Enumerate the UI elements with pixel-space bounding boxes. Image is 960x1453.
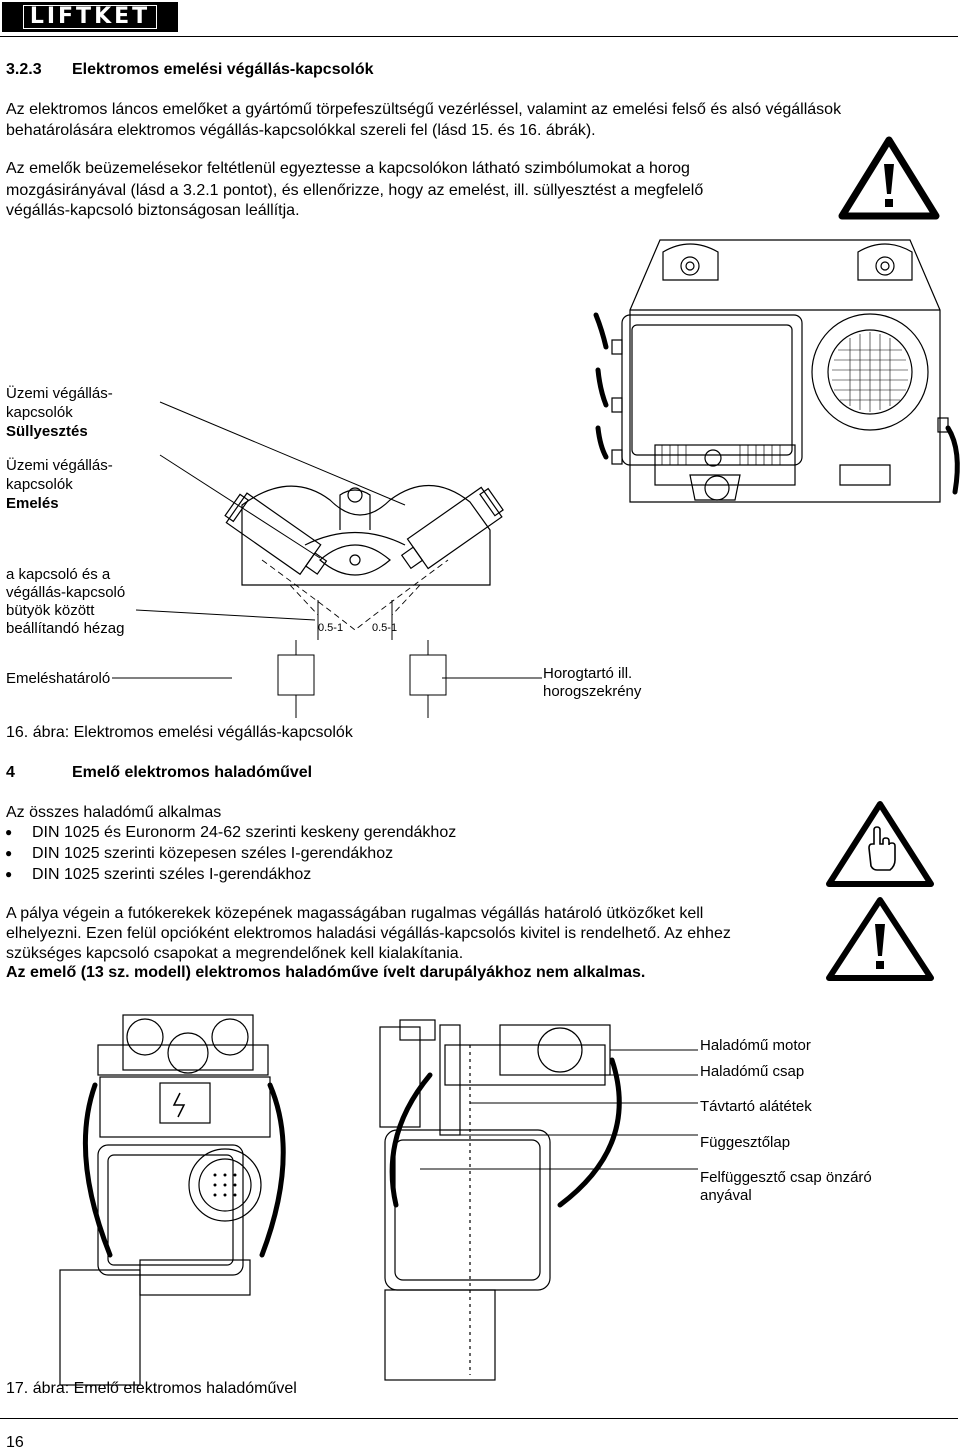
label-travel-pin: Haladómű csap xyxy=(700,1063,805,1080)
section-title: Elektromos emelési végállás-kapcsolók xyxy=(72,61,374,78)
logo-text: LIFTKET xyxy=(22,5,158,29)
label-lifting-line1: Üzemi végállás- xyxy=(6,457,113,474)
label-lifting-line2: kapcsolók xyxy=(6,476,73,493)
label-gap-line4: beállítandó hézag xyxy=(6,620,125,637)
label-hook-line2: horogszekrény xyxy=(543,683,642,700)
dimension-left: 0.5-1 xyxy=(318,622,344,634)
paragraph-line: végállás-kapcsoló biztonságosan leállítj… xyxy=(6,202,300,219)
electric-trolley-hoist-diagram xyxy=(59,1014,698,1386)
figure-caption: 17. ábra: Emelő elektromos haladóművel xyxy=(6,1380,297,1397)
list-item: DIN 1025 szerinti széles I-gerendákhoz xyxy=(4,864,784,885)
section-number: 3.2.3 xyxy=(6,61,42,78)
label-suspension-bolt-line2: anyával xyxy=(700,1187,752,1204)
footer-rule xyxy=(0,1418,958,1419)
label-lifting: Emelés xyxy=(6,495,59,512)
warning-hand-icon xyxy=(826,801,934,887)
paragraph-line: mozgásirányával (lásd a 3.2.1 pontot), é… xyxy=(6,182,704,199)
section-title: Emelő elektromos haladóművel xyxy=(72,764,313,781)
liftket-logo: LIFTKET xyxy=(2,2,178,32)
list-item: DIN 1025 szerinti közepesen széles I-ger… xyxy=(4,843,784,864)
beam-type-list: DIN 1025 és Euronorm 24-62 szerinti kesk… xyxy=(4,822,784,885)
warning-exclamation-icon xyxy=(826,897,934,981)
label-lowering: Süllyesztés xyxy=(6,423,88,440)
label-lowering-line1: Üzemi végállás- xyxy=(6,385,113,402)
paragraph-line: Az elektromos láncos emelőket a gyártómű… xyxy=(6,101,842,118)
paragraph-line: Az összes haladómű alkalmas xyxy=(6,804,222,821)
label-lowering-line2: kapcsolók xyxy=(6,404,73,421)
label-gap-line3: bütyök között xyxy=(6,602,95,619)
paragraph-line: szükséges kapcsoló csapokat a megrendelő… xyxy=(6,945,464,962)
header-rule xyxy=(0,36,958,37)
label-gap-line1: a kapcsoló és a xyxy=(6,566,111,583)
figure-caption: 16. ábra: Elektromos emelési végállás-ka… xyxy=(6,724,353,741)
dimension-right: 0.5-1 xyxy=(372,622,398,634)
list-item: DIN 1025 és Euronorm 24-62 szerinti kesk… xyxy=(4,822,784,843)
label-hook-line1: Horogtartó ill. xyxy=(543,665,633,682)
label-suspension-bolt-line1: Felfüggesztő csap önzáró xyxy=(700,1169,872,1186)
label-gap-line2: végállás-kapcsoló xyxy=(6,584,126,601)
paragraph-line: Az emelők beüzemelésekor feltétlenül egy… xyxy=(6,160,690,177)
label-travel-motor: Haladómű motor xyxy=(700,1037,811,1054)
bold-warning-line: Az emelő (13 sz. modell) elektromos hala… xyxy=(6,964,646,981)
paragraph-line: behatárolására elektromos végállás-kapcs… xyxy=(6,122,596,139)
warning-exclamation-icon xyxy=(838,136,940,220)
label-suspension-plate: Függesztőlap xyxy=(700,1134,791,1151)
section-number: 4 xyxy=(6,764,15,781)
label-spacer-washers: Távtartó alátétek xyxy=(700,1098,812,1115)
paragraph-line: A pálya végein a futókerekek közepének m… xyxy=(6,905,704,922)
page-number: 16 xyxy=(6,1434,24,1451)
paragraph-line: elhelyezni. Ezen felül opcióként elektro… xyxy=(6,925,731,942)
label-lift-limiter: Emeléshatároló xyxy=(6,670,111,687)
limit-switch-diagram xyxy=(112,239,960,718)
